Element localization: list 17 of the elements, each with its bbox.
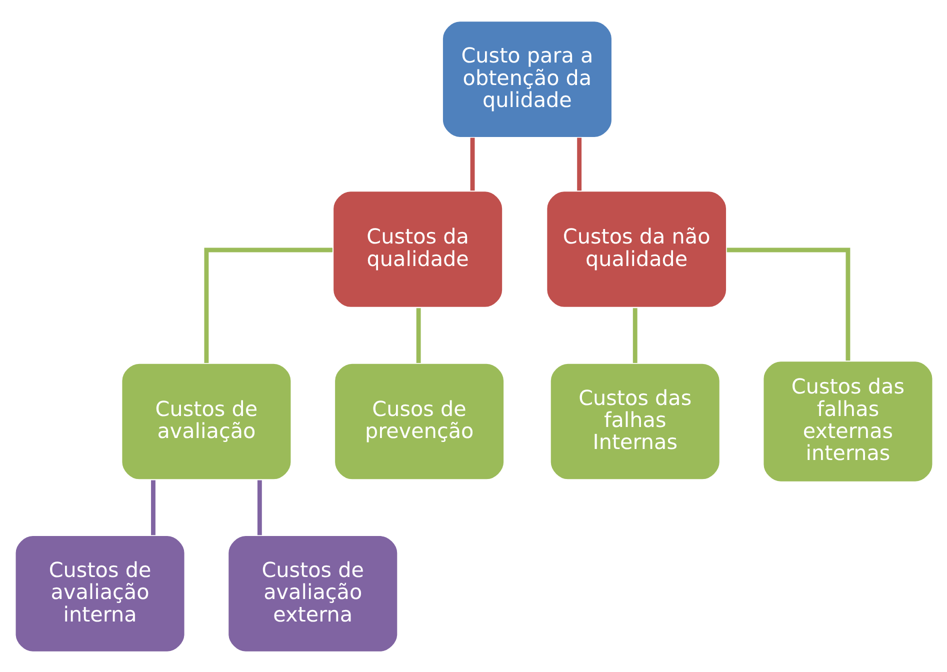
node-box: Custos da não qualidade bbox=[545, 190, 727, 308]
node-box: Custos das falhas externas internas bbox=[762, 360, 934, 482]
connector bbox=[726, 247, 850, 360]
connector bbox=[416, 308, 420, 362]
node-box: Custos das falhas Internas bbox=[548, 362, 720, 480]
connector bbox=[576, 137, 582, 190]
node-box: Custos da qualidade bbox=[332, 190, 504, 308]
connector bbox=[204, 247, 332, 362]
connector bbox=[632, 308, 637, 362]
connector bbox=[150, 480, 155, 535]
node-box: Cusos de prevenção bbox=[333, 362, 505, 480]
node-box: Custo para a obtenção da qulidade bbox=[440, 20, 612, 138]
connector bbox=[470, 137, 474, 190]
connector bbox=[256, 480, 262, 535]
node-box: Custos de avaliação interna bbox=[14, 534, 186, 652]
node-box: Custos de avaliação externa bbox=[226, 534, 398, 652]
node-box: Custos de avaliação bbox=[120, 362, 292, 480]
